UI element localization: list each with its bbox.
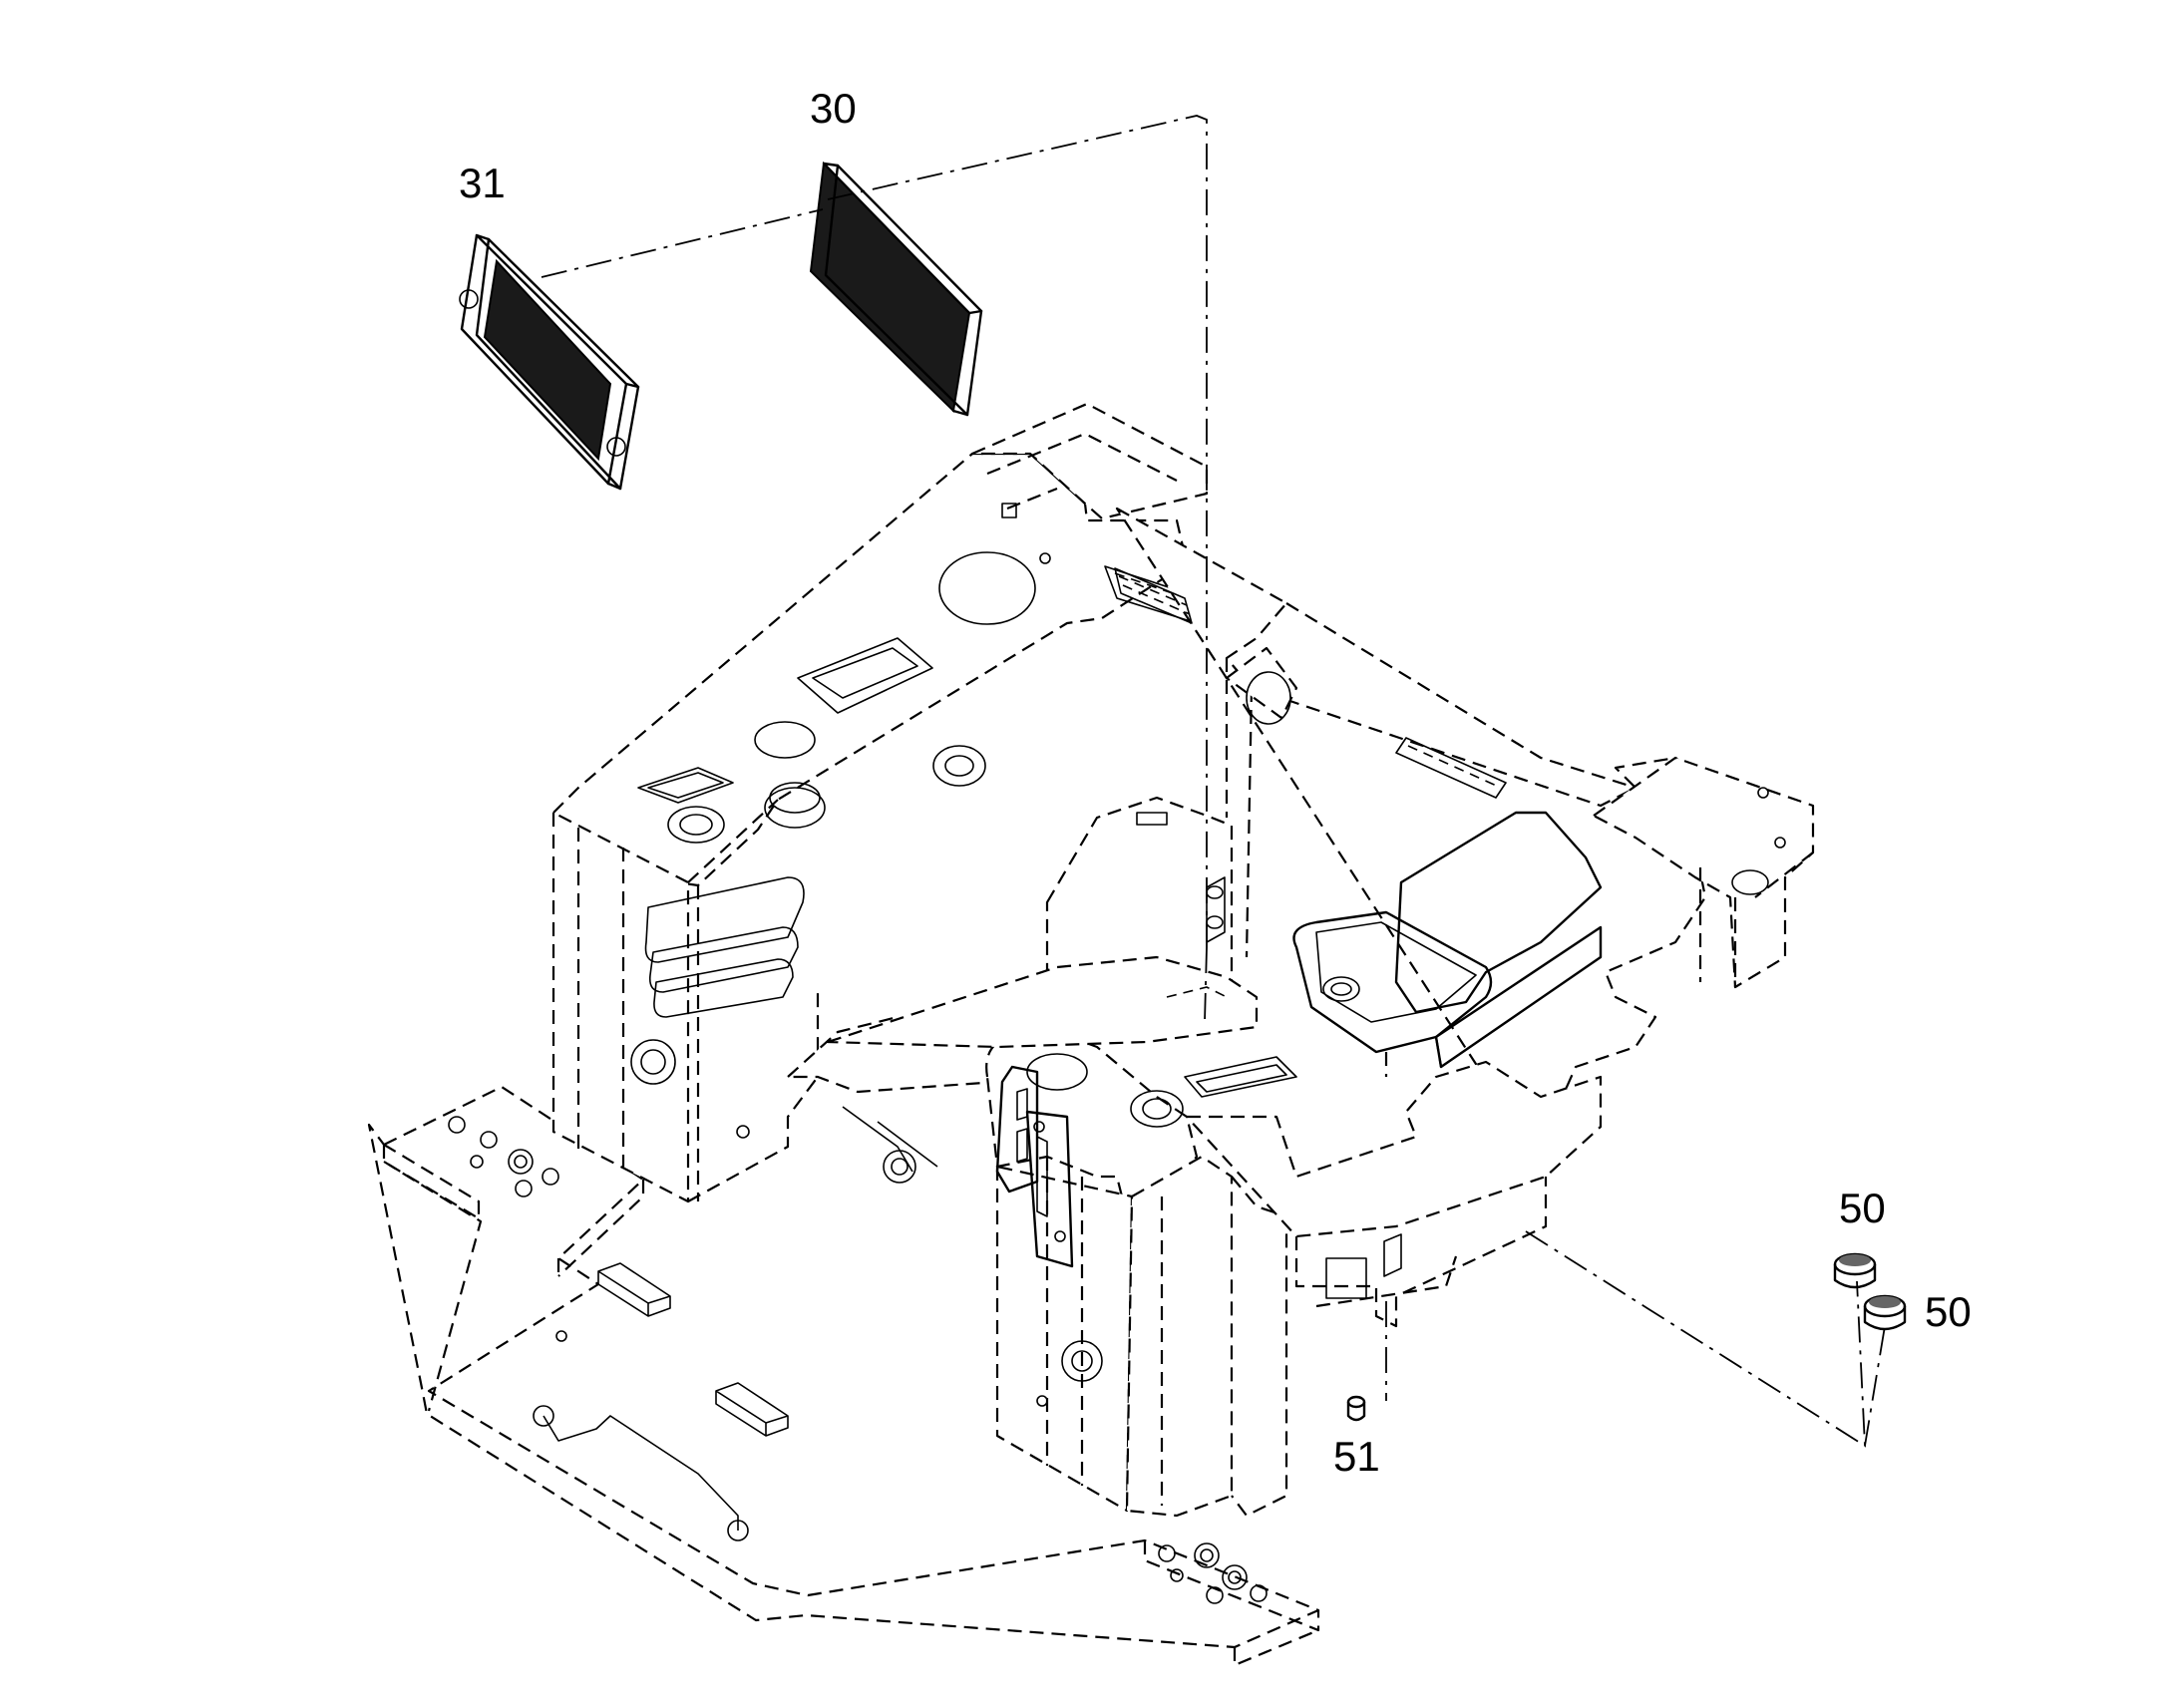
- plate-holes: [448, 1116, 1268, 1604]
- callout-50-lower: 50: [1925, 1288, 1972, 1335]
- left-column: [551, 402, 1209, 1203]
- console-box: [1292, 811, 1603, 1077]
- part-31-filter-panel: [459, 233, 640, 491]
- callout-30: 30: [810, 85, 857, 132]
- front-column: [786, 1002, 1297, 1518]
- cross-member: [826, 955, 1603, 1328]
- leader-lines: [541, 115, 1886, 1448]
- left-fins: [644, 876, 805, 1018]
- part-30-panel: [809, 161, 983, 417]
- part-50-caps: [1833, 1252, 1907, 1331]
- callout-50-upper: 50: [1839, 1185, 1886, 1231]
- callout-labels: 30 31 50 50 51: [459, 85, 1972, 1480]
- back-grilles: [1114, 567, 1507, 799]
- base-plate: [367, 1085, 1320, 1667]
- back-frame: [1045, 507, 1815, 1159]
- plate-pads: [543, 1262, 789, 1531]
- callout-51: 51: [1333, 1433, 1380, 1480]
- left-top-features: [637, 551, 1198, 844]
- callout-31: 31: [459, 160, 506, 206]
- part-51-plug: [1346, 1395, 1366, 1422]
